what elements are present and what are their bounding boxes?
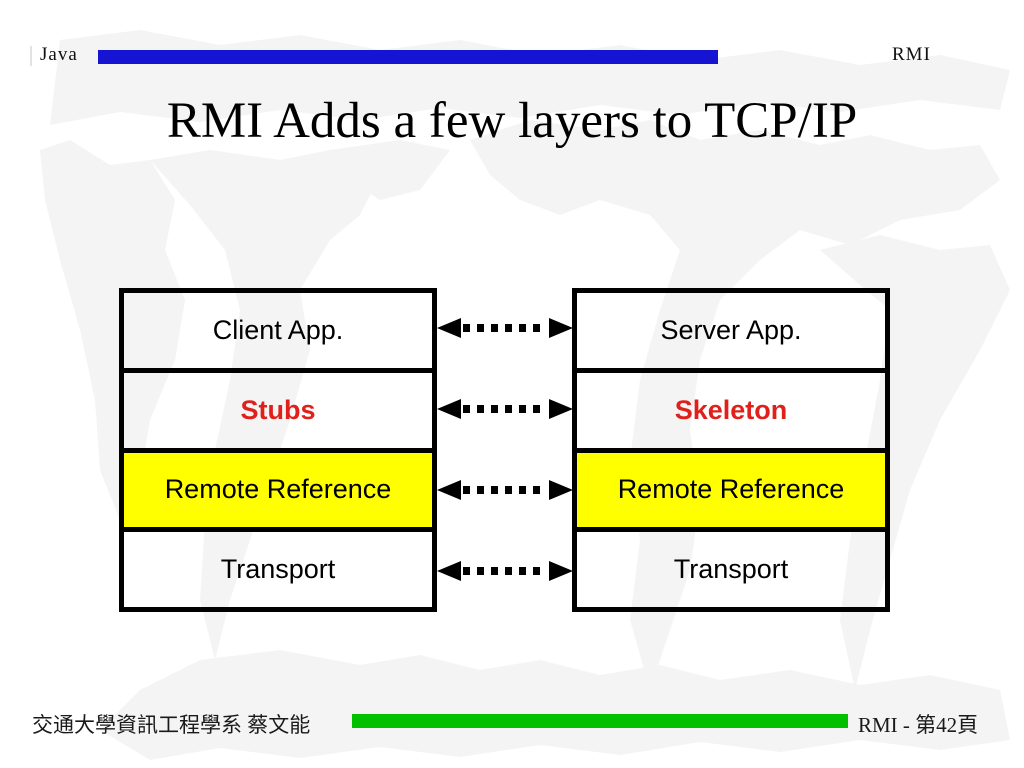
connector-arrow-application — [437, 318, 573, 338]
client-stack: Client App. Stubs Remote Reference Trans… — [119, 288, 437, 612]
header-left-label: Java — [40, 44, 78, 65]
footer-left-label: 交通大學資訊工程學系 蔡文能 — [32, 713, 311, 737]
footer-page-label: RMI - 第42頁 — [858, 713, 979, 737]
header-blue-bar — [98, 50, 718, 64]
client-layer-application: Client App. — [124, 293, 432, 373]
footer-green-bar — [352, 714, 848, 728]
server-layer-application: Server App. — [577, 293, 885, 373]
connector-arrow-remote-reference — [437, 480, 573, 500]
server-layer-remote-reference: Remote Reference — [577, 452, 885, 533]
server-layer-skeleton: Skeleton — [577, 373, 885, 453]
server-layer-transport: Transport — [673, 554, 789, 585]
connector-arrow-stubs-skeleton — [437, 399, 573, 419]
header-right-label: RMI — [892, 44, 931, 65]
client-layer-stubs: Stubs — [124, 373, 432, 453]
page-title: RMI Adds a few layers to TCP/IP — [166, 93, 858, 149]
client-layer-remote-reference: Remote Reference — [124, 452, 432, 533]
client-layer-transport: Transport — [220, 554, 336, 585]
connector-arrow-transport — [437, 561, 573, 581]
server-stack: Server App. Skeleton Remote Reference Tr… — [572, 288, 890, 612]
header-left-tick — [30, 46, 32, 66]
